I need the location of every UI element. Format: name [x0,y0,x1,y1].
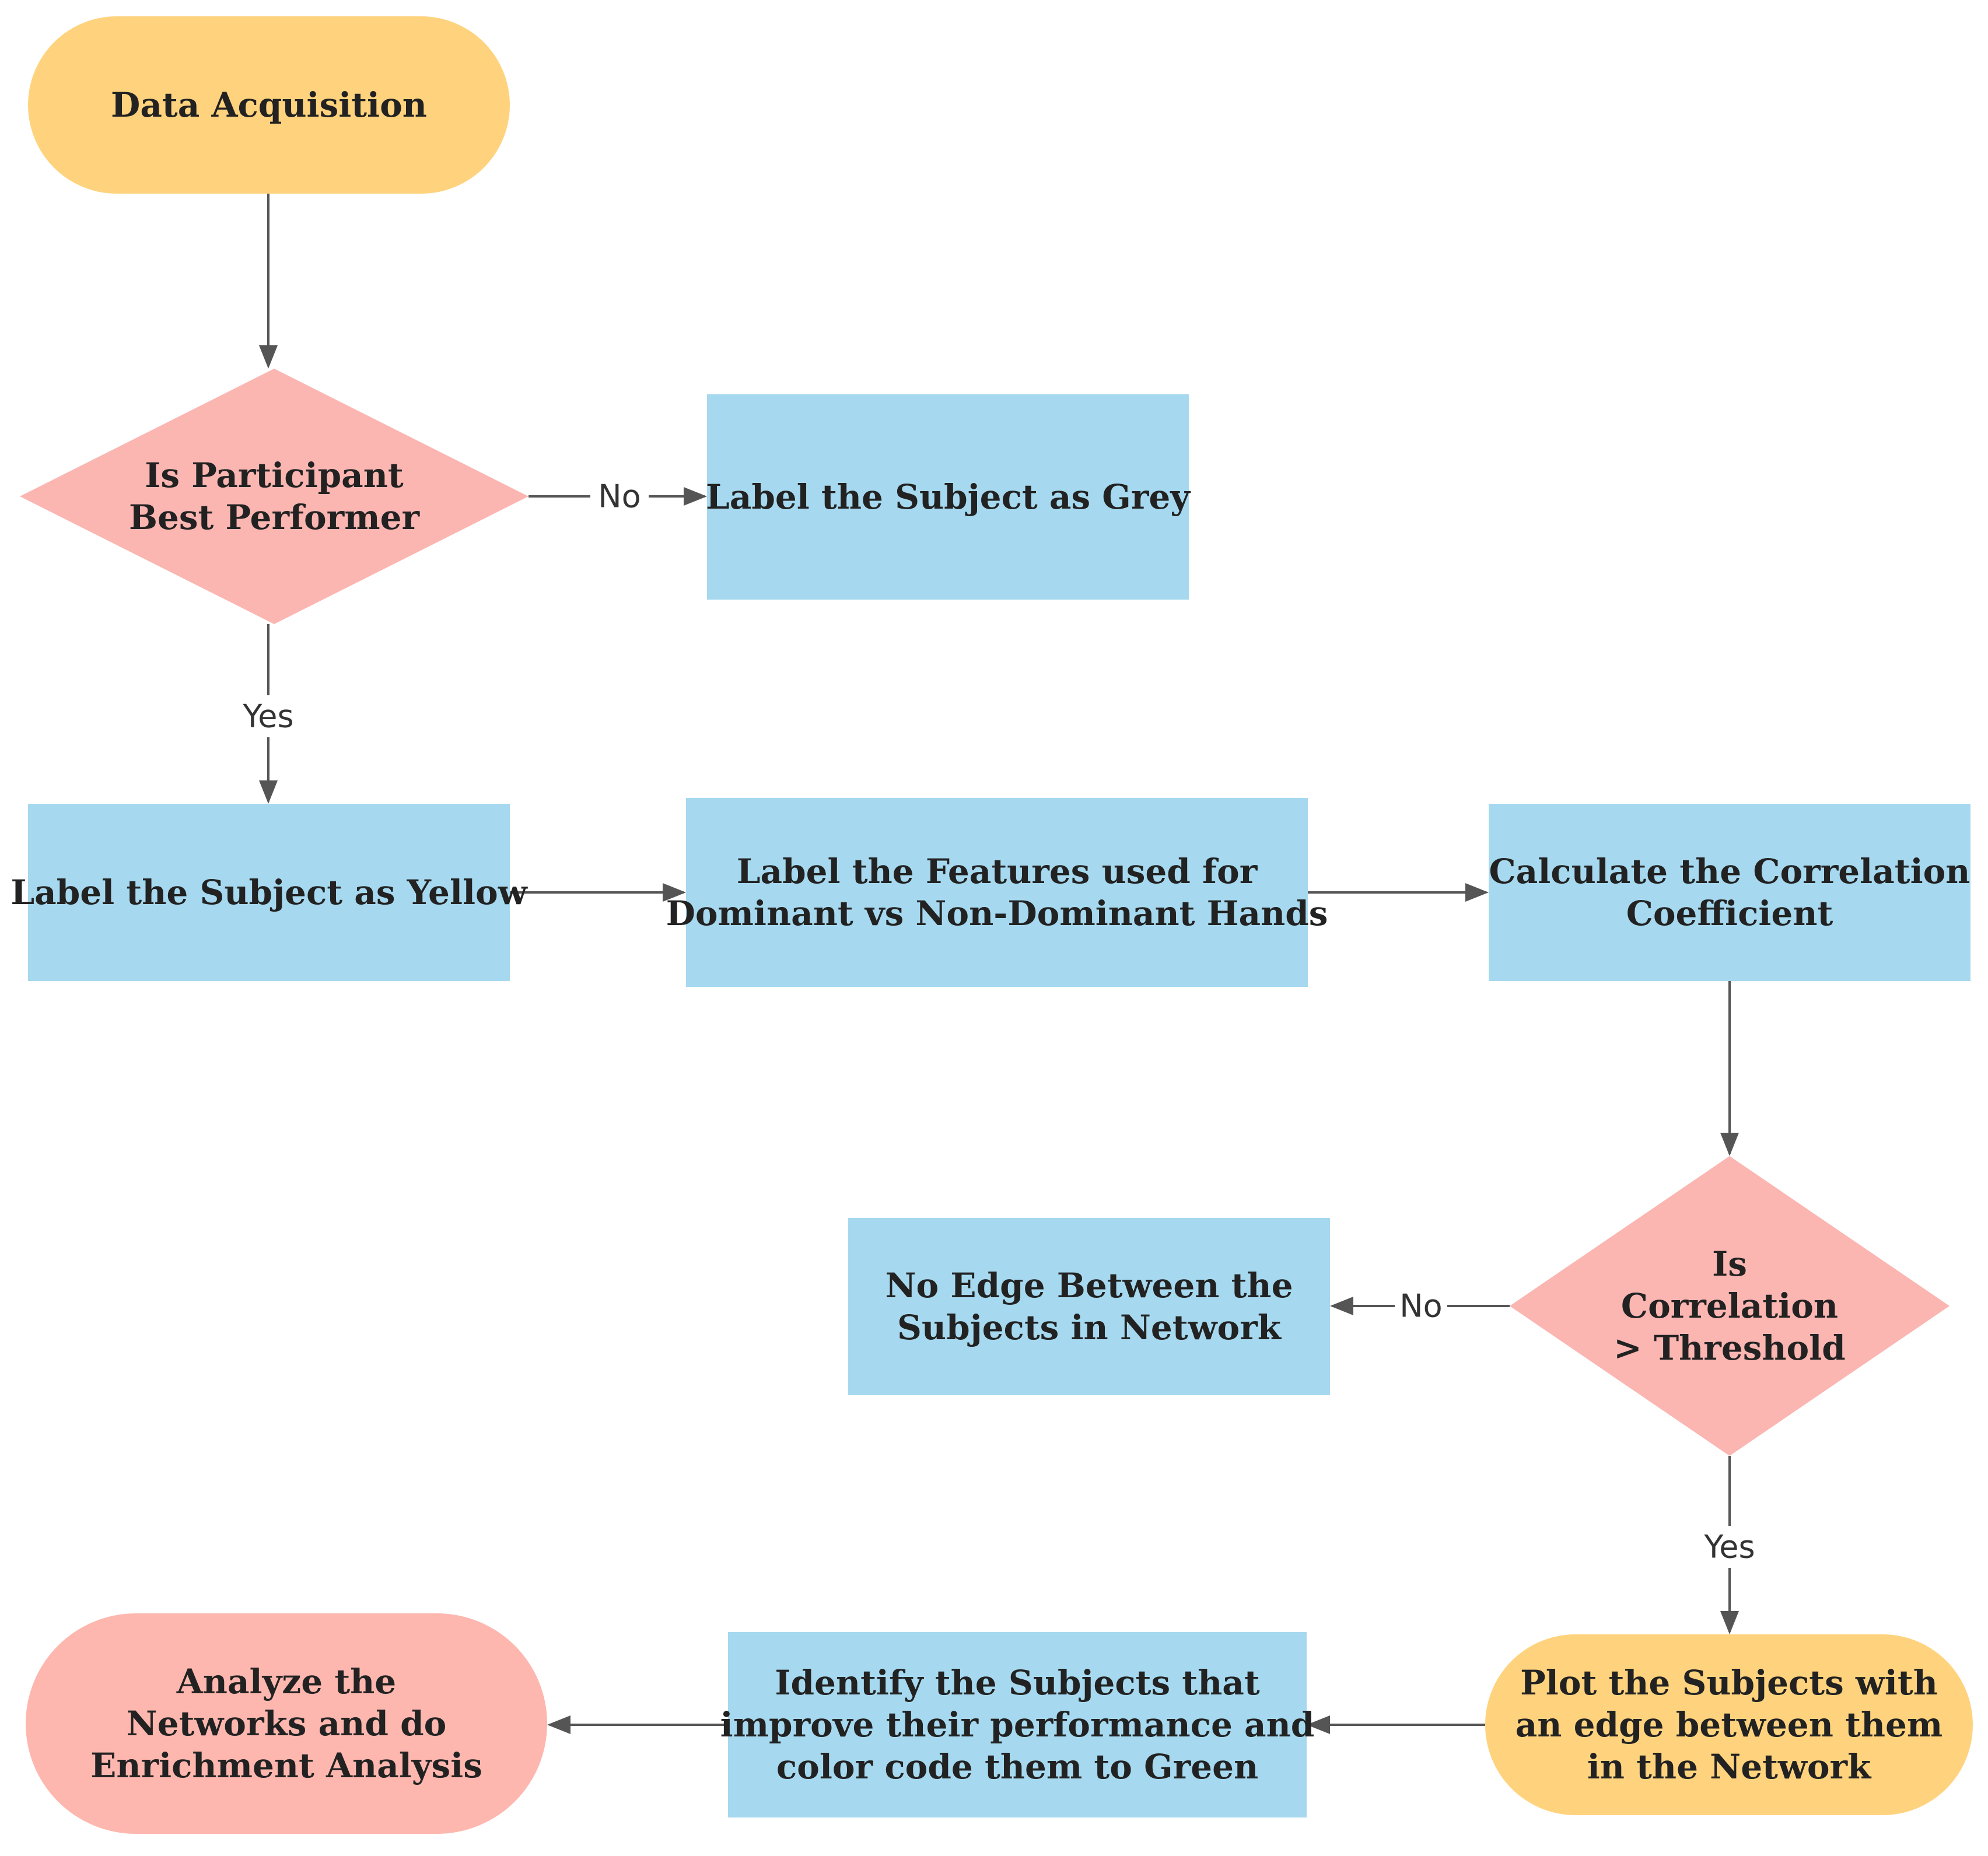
terminal-shape [26,1613,547,1834]
node-text-line: color code them to Green [776,1747,1258,1787]
node-text-line: Dominant vs Non-Dominant Hands [666,894,1328,933]
node-text-line: Correlation [1621,1286,1838,1326]
node-text-line: Best Performer [129,498,421,537]
node-text-line: Label the Subject as Grey [706,477,1191,517]
edge-label: Yes [1703,1529,1755,1566]
node-text-line: > Threshold [1614,1328,1846,1368]
process-box [848,1218,1330,1395]
decision-diamond [20,369,528,624]
node-text-line: Analyze the [176,1662,396,1701]
node-text-line: Calculate the Correlation [1489,852,1971,891]
node-text-line: Coefficient [1626,894,1833,933]
node-data-acquisition: Data Acquisition [28,16,510,194]
process-box [707,394,1189,600]
edge-label: No [598,478,640,515]
process-box [1489,804,1971,981]
node-text-line: Is [1712,1244,1747,1284]
process-box [686,798,1308,987]
edge-label: No [1399,1288,1442,1325]
terminal-shape [28,16,510,194]
node-text-line: an edge between them [1516,1705,1943,1745]
edge-correlation_threshold-to-plot_subjects: Yes [1698,1456,1762,1634]
node-text-line: No Edge Between the [886,1266,1293,1305]
node-text-line: Networks and do [127,1704,447,1743]
edge-correlation_threshold-to-no_edge: No [1330,1285,1510,1327]
edge-label-background [1395,1285,1447,1327]
edge-best_performer-to-label_yellow: Yes [236,624,300,804]
node-label-grey: Label the Subject as Grey [706,394,1191,600]
edge-label-background [236,695,300,737]
node-text-line: Is Participant [145,456,404,495]
node-text-line: Enrichment Analysis [90,1746,482,1785]
node-text-line: in the Network [1587,1747,1872,1787]
terminal-shape [1485,1634,1973,1815]
decision-diamond [1510,1156,1950,1456]
edge-label-background [1698,1526,1762,1568]
node-label-yellow: Label the Subject as Yellow [10,804,528,981]
node-text-line: Identify the Subjects that [775,1663,1259,1703]
node-text-line: Subjects in Network [897,1308,1282,1347]
node-text-line: Plot the Subjects with [1520,1663,1938,1703]
edge-label: Yes [242,698,293,735]
node-text-line: Label the Subject as Yellow [10,873,528,912]
process-box [728,1632,1307,1818]
process-box [28,804,510,981]
edge-best_performer-to-label_grey: No [528,475,707,517]
node-text-line: Data Acquisition [111,85,427,125]
edge-label-background [590,475,649,517]
node-text-line: improve their performance and [720,1705,1315,1745]
node-text-line: Label the Features used for [737,852,1258,891]
